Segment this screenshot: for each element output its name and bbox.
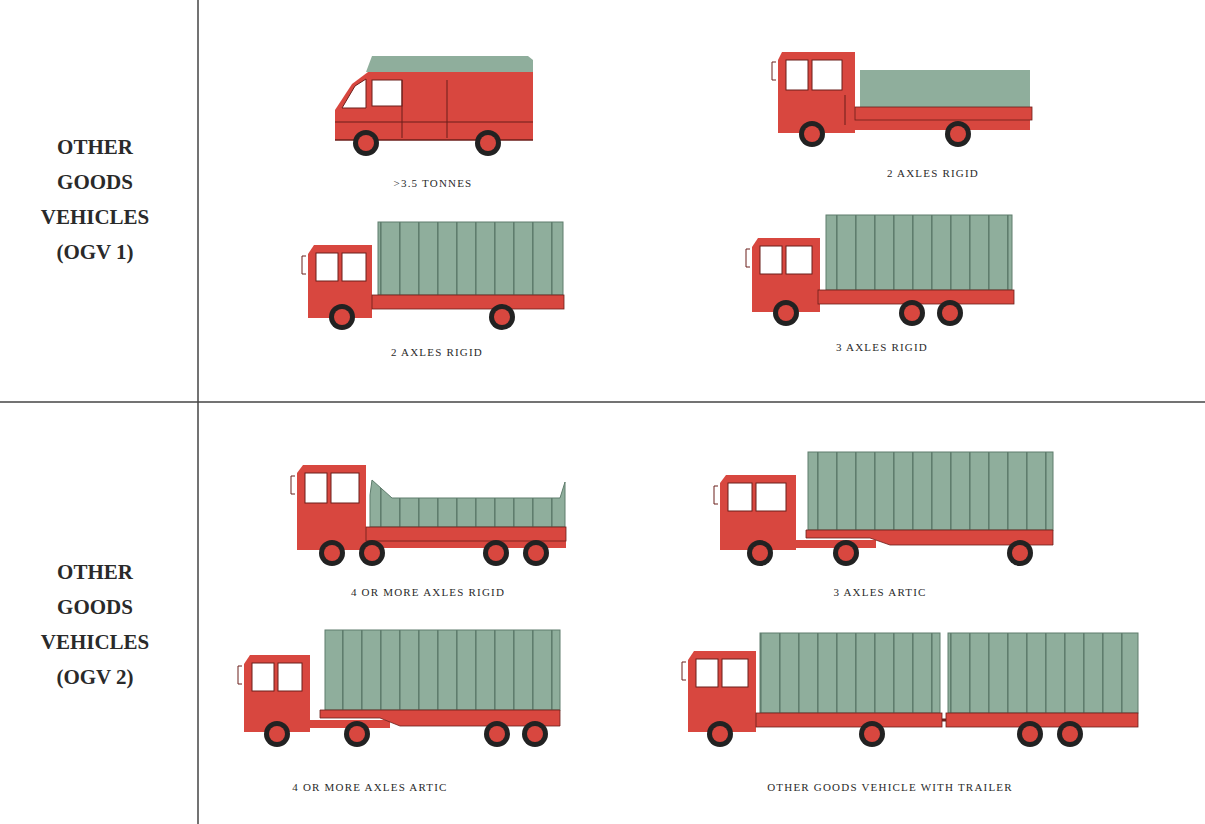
mirror <box>302 256 306 274</box>
mirror <box>746 249 750 267</box>
category-heading: OTHER GOODS VEHICLES (OGV 2) <box>33 555 158 695</box>
cab-window <box>760 246 782 274</box>
tipper-body <box>370 480 565 527</box>
cab <box>720 475 796 550</box>
cab-detail <box>772 62 845 125</box>
trailer-box <box>325 630 560 710</box>
wheel <box>264 721 290 747</box>
wheel <box>1007 540 1033 566</box>
trailer-bed <box>946 713 1138 727</box>
vehicle-class-label: 3 AXLES ARTIC <box>833 586 926 598</box>
wheel <box>523 540 549 566</box>
wheel <box>484 721 510 747</box>
wheel <box>833 540 859 566</box>
wheel <box>522 721 548 747</box>
wheel <box>899 300 925 326</box>
mirror <box>291 476 295 494</box>
artic-truck-illustration <box>238 630 560 747</box>
wheel <box>483 540 509 566</box>
truck-bed <box>756 713 942 727</box>
wheel <box>319 540 345 566</box>
wheel <box>329 304 355 330</box>
cab <box>244 655 310 732</box>
windshield <box>342 79 366 108</box>
cargo-load <box>860 70 1030 107</box>
mirror <box>682 662 686 680</box>
category-heading: OTHER GOODS VEHICLES (OGV 1) <box>33 130 158 270</box>
mirror <box>238 666 242 684</box>
cab-window <box>342 253 366 281</box>
wheel <box>707 721 733 747</box>
cab-window <box>305 473 327 503</box>
cargo-box <box>378 222 563 295</box>
box-truck-illustration <box>746 215 1014 326</box>
cab-window <box>331 473 359 503</box>
truck-bed <box>366 527 566 541</box>
flatbed-truck-illustration <box>772 52 1032 147</box>
cab-window <box>252 663 274 691</box>
cab <box>688 651 756 732</box>
vehicle-class-label: 4 OR MORE AXLES ARTIC <box>292 781 447 793</box>
truck-bed <box>372 295 564 309</box>
wheel <box>799 121 825 147</box>
cargo-box <box>826 215 1012 290</box>
cab <box>297 465 366 550</box>
van-body <box>335 72 533 140</box>
mirror <box>714 486 718 504</box>
door-line <box>335 80 533 138</box>
cab <box>778 52 855 133</box>
cab-window <box>756 483 786 511</box>
cargo-box <box>760 633 940 713</box>
tipper-truck-illustration <box>291 465 566 566</box>
flatbed <box>855 107 1032 120</box>
wheel <box>773 300 799 326</box>
column-divider <box>197 0 199 824</box>
vehicle-class-label: 2 AXLES RIGID <box>887 167 979 179</box>
cab-window <box>722 659 748 687</box>
box-truck-illustration <box>302 222 564 330</box>
wheel <box>945 121 971 147</box>
wheel <box>353 130 379 156</box>
vehicle-class-label: OTHER GOODS VEHICLE WITH TRAILER <box>767 781 1013 793</box>
cab-window <box>728 483 752 511</box>
wheel <box>359 540 385 566</box>
wheel <box>937 300 963 326</box>
cab-window <box>812 60 842 90</box>
trailer-box <box>808 452 1053 530</box>
cab-window <box>786 60 808 90</box>
vehicle-class-label: 3 AXLES RIGID <box>836 341 928 353</box>
van-roof <box>366 56 533 72</box>
row-divider <box>0 401 1205 403</box>
cab-window <box>316 253 338 281</box>
cab-window <box>786 246 812 274</box>
wheel <box>747 540 773 566</box>
cab-window <box>696 659 718 687</box>
wheel <box>859 721 885 747</box>
artic-truck-illustration <box>714 452 1053 566</box>
wheel <box>1017 721 1043 747</box>
vehicle-class-label: 2 AXLES RIGID <box>391 346 483 358</box>
wheel <box>1057 721 1083 747</box>
wheel <box>489 304 515 330</box>
trailer-box <box>948 633 1138 713</box>
wheel <box>344 721 370 747</box>
side-window <box>372 80 402 106</box>
drawbar-truck-illustration <box>682 633 1138 747</box>
van-illustration <box>335 56 533 156</box>
vehicle-class-label: 4 OR MORE AXLES RIGID <box>351 586 505 598</box>
wheel <box>475 130 501 156</box>
cab-window <box>278 663 302 691</box>
vehicle-class-label: >3.5 TONNES <box>394 177 473 189</box>
